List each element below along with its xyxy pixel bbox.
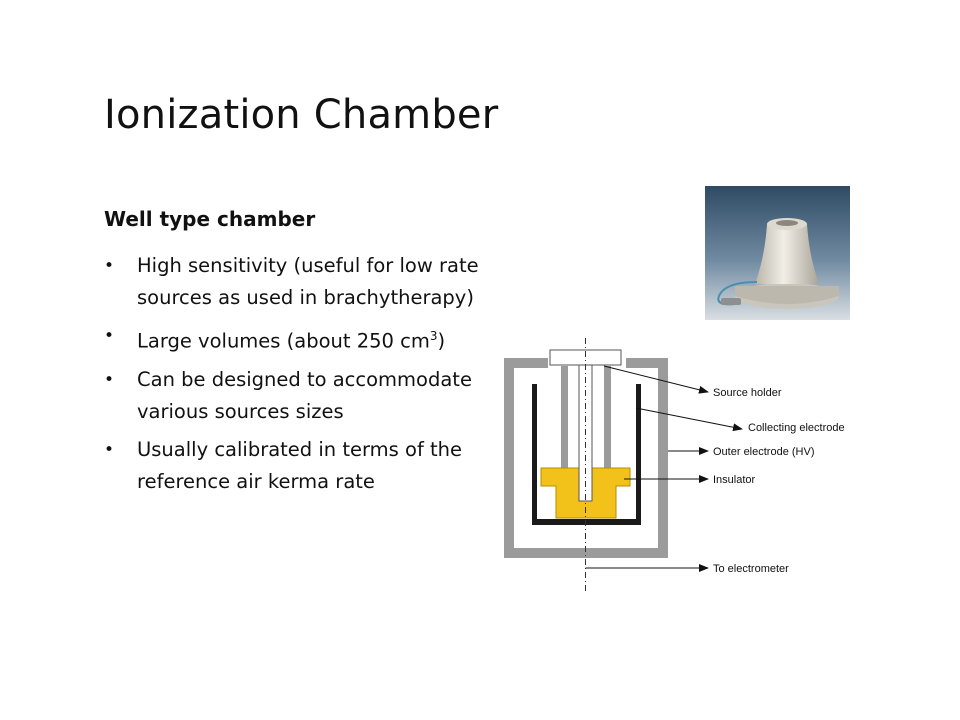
chamber-photo bbox=[705, 186, 850, 320]
label-insulator: Insulator bbox=[713, 474, 756, 486]
bullet-item-sensitivity: High sensitivity (useful for low rate so… bbox=[104, 250, 504, 314]
bullet-volume-suffix: ) bbox=[437, 329, 446, 353]
bullet-item-calibration: Usually calibrated in terms of the refer… bbox=[104, 434, 504, 498]
bullet-volume-text: Large volumes (about 250 cm bbox=[137, 329, 430, 353]
label-collecting-electrode: Collecting electrode bbox=[748, 422, 845, 434]
inner-tube-right bbox=[604, 366, 611, 470]
label-source-holder: Source holder bbox=[713, 387, 782, 399]
inner-tube-left bbox=[561, 366, 568, 470]
connector-icon bbox=[721, 298, 741, 305]
leader-source-holder bbox=[603, 365, 709, 394]
device-body bbox=[755, 224, 819, 284]
bullet-item-volume: Large volumes (about 250 cm3) bbox=[104, 320, 504, 358]
bullet-list: High sensitivity (useful for low rate so… bbox=[104, 250, 504, 504]
bullet-volume-superscript: 3 bbox=[429, 329, 438, 343]
slide-subtitle: Well type chamber bbox=[104, 207, 316, 231]
label-outer-electrode: Outer electrode (HV) bbox=[713, 446, 814, 458]
bullet-item-design: Can be designed to accommodate various s… bbox=[104, 364, 504, 428]
leader-collecting-electrode bbox=[635, 407, 743, 432]
slide-title: Ionization Chamber bbox=[104, 92, 499, 138]
well-chamber-diagram: Source holder Collecting electrode Outer… bbox=[504, 338, 845, 592]
label-to-electrometer: To electrometer bbox=[713, 563, 789, 575]
